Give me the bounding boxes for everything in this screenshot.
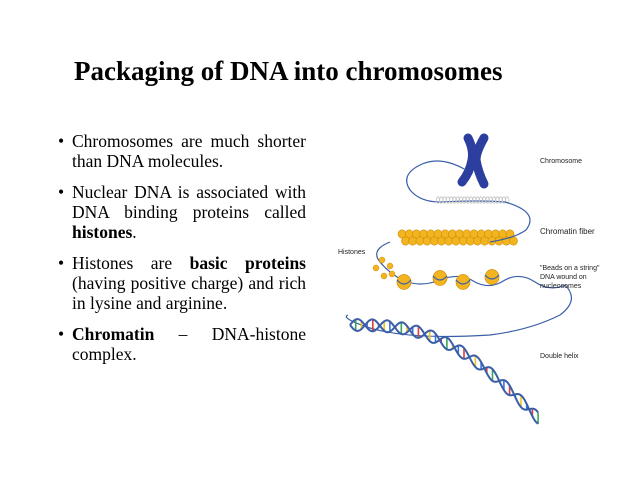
fiber-nucleosome [466,236,475,246]
coil-loop [472,196,477,204]
wound-dna [396,279,412,285]
bullet-bold-text: basic proteins [189,253,306,273]
fiber-nucleosome [458,236,468,246]
coil-loop [495,196,500,204]
nucleosome [396,274,412,290]
fiber-nucleosome [444,236,453,246]
bullet-dot: • [58,324,65,344]
bullet-dot: • [58,131,65,151]
fiber-nucleosome [415,236,425,246]
label-beads-2: DNA wound on [540,274,587,281]
label-beads-3: nucleosomes [540,283,582,290]
bullet-dot: • [58,253,65,273]
bullet-item: • Nuclear DNA is associated with DNA bind… [58,182,306,242]
fiber-nucleosome [408,236,417,246]
fiber-nucleosome [509,236,518,246]
coil-loop [462,196,467,204]
nucleosome [484,269,500,285]
helix-backbone [349,318,539,425]
nucleosome-beads [396,269,500,290]
double-helix [349,317,539,425]
histone-protein [386,262,394,270]
label-chromosome: Chromosome [540,158,582,165]
coil-loop [455,196,460,204]
histone-protein [380,272,388,280]
coil-loop [449,196,454,204]
bullet-text: Nuclear DNA is associated with DNA bindi… [72,182,306,222]
chromosome-strand [406,160,506,203]
coil-loop [468,196,473,204]
wound-dna [455,279,471,285]
nucleosome [432,270,448,286]
fiber-nucleosome [473,236,482,246]
bullet-item: • Chromatin – DNA-histone complex. [58,324,306,364]
fiber-nucleosome [401,236,410,246]
free-histones [372,256,396,280]
bullet-text: – DNA-histone complex. [72,324,306,364]
coil-loop [478,196,483,204]
bullet-item: • Histones are basic proteins (having pos… [58,253,306,313]
fiber-connector [489,201,531,243]
coil-loop [492,196,497,204]
bullet-text: Chromosomes are much shorter than DNA mo… [72,131,306,171]
bullet-text: . [132,222,137,242]
bullet-bold-text: Chromatin [72,324,155,344]
bullet-text: Histones are [72,253,190,273]
histone-protein [378,256,386,264]
chromosome-icon [457,133,489,189]
bullet-bold-text: histones [72,222,133,242]
coil-loop [459,196,464,204]
bullet-dot: • [58,182,65,202]
coil-loop [482,196,487,204]
label-beads-1: "Beads on a string" [540,265,600,272]
coil-loop [452,196,457,204]
coil-loop [445,196,450,204]
label-chromatin-fiber: Chromatin fiber [540,227,595,236]
fiber-nucleosome [430,236,439,246]
coil-loop [465,196,470,204]
wound-dna [432,275,448,281]
dna-packaging-figure: Chromosome Chromatin fiber Histones "Bea… [338,133,600,425]
helix-backbone [349,317,539,414]
wound-dna [484,274,500,280]
label-histones: Histones [338,249,366,256]
slide-title: Packaging of DNA into chromosomes [74,56,503,86]
nucleosome [455,274,471,290]
coil-loop [488,196,493,204]
fiber-nucleosome [451,236,461,246]
helix-connector [345,284,572,338]
histone-protein [372,264,380,272]
fiber-nucleosome [422,236,432,246]
histone-protein [388,270,396,278]
fiber-nucleosome [437,236,446,246]
fiber-nucleosome [505,229,515,239]
condensed-fiber [436,196,510,204]
bullet-list: • Chromosomes are much shorter than DNA m… [58,131,306,375]
chromatin-fiber [397,229,518,246]
fiber-nucleosome [480,236,489,246]
coil-loop [485,196,490,204]
bullet-text: (having positive charge) and rich in lys… [72,273,306,313]
coil-loop [475,196,480,204]
label-double-helix: Double helix [540,353,579,360]
bullet-item: • Chromosomes are much shorter than DNA m… [58,131,306,171]
